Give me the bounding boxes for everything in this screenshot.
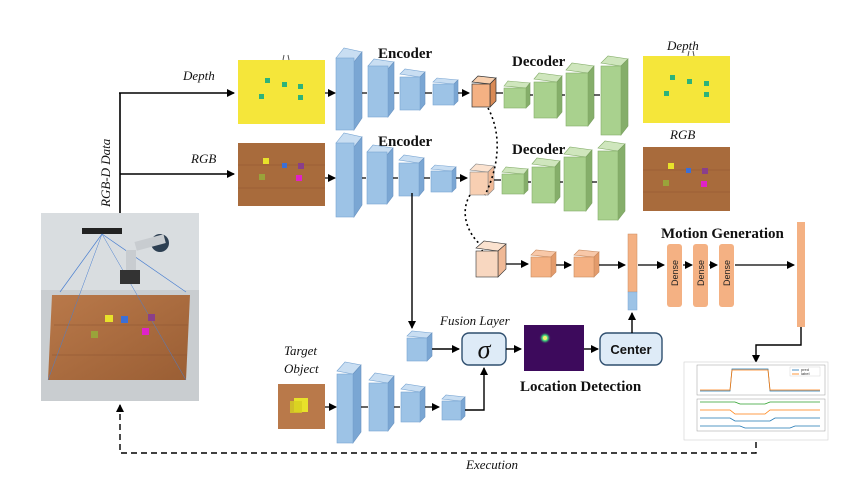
location-detection-label: Location Detection [520,379,642,395]
encoder-top-label: Encoder [378,46,433,62]
motion-feature-blocks [475,240,626,278]
latent-top [471,75,503,108]
decoder-top [503,55,629,136]
center-label: Center [610,342,651,357]
rgbd-branch-lines [119,89,235,213]
sigma-box: σ [461,332,507,366]
rgb-output-image [643,147,730,211]
rgb-input-label: RGB [190,151,216,166]
encoder-top [325,47,470,131]
encoder-mid-label: Encoder [378,134,433,150]
decoder-mid [501,140,626,221]
legend-pred: pred [801,367,809,372]
depth-input-label: Depth [182,68,215,83]
target-label-line1: Target [284,343,317,358]
target-object-image [278,384,325,429]
depth-output-image [643,50,730,123]
dense-layer-2: Dense [693,244,708,307]
execution-feedback-arrow [116,404,757,454]
sigma-symbol: σ [478,335,492,364]
motion-to-plot-arrow [752,327,802,363]
decoder-top-label: Decoder [512,54,566,70]
motion-generation-label: Motion Generation [661,226,785,242]
decoder-mid-label: Decoder [512,142,566,158]
encoder-mid [325,132,468,218]
trajectory-plot: pred label [683,361,829,441]
execution-label: Execution [465,457,518,472]
depth-output-label: Depth [666,38,699,53]
rgb-input-image [238,143,325,206]
depth-input-image [238,54,325,124]
rgbd-data-label: RGB-D Data [98,138,113,208]
legend-label: label [801,371,810,376]
dense-2-label: Dense [696,260,706,286]
dotted-connections [464,107,498,273]
location-heatmap [524,325,584,371]
dense-layer-3: Dense [719,244,734,307]
rgb-output-label: RGB [669,127,695,142]
encoder-target [325,361,488,444]
dense-layer-1: Dense [667,244,682,307]
robot-scene-image [41,213,199,401]
fusion-feature-block [406,330,433,362]
motion-output-vector [797,222,805,327]
target-label-line2: Object [284,361,319,376]
concat-vector [627,233,665,311]
latent-mid [469,163,501,196]
dense-3-label: Dense [722,260,732,286]
center-box: Center [599,332,663,366]
fusion-layer-label: Fusion Layer [439,313,511,328]
dense-1-label: Dense [670,260,680,286]
